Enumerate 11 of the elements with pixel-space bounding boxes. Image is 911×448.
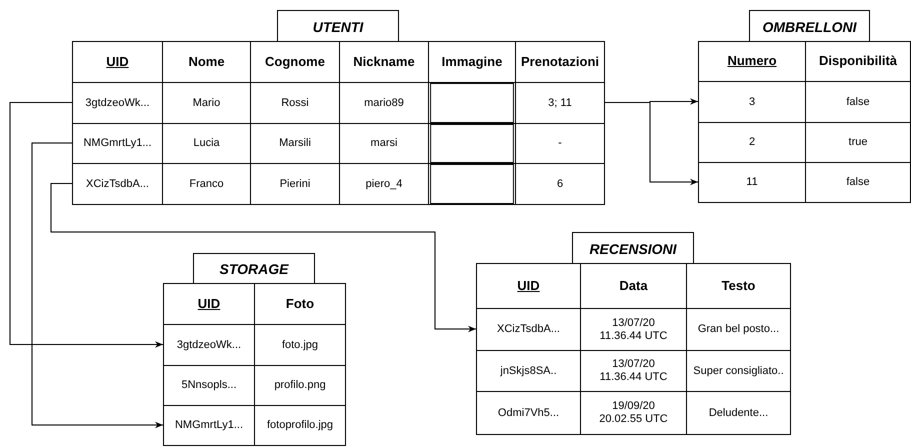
table-title: RECENSIONI: [572, 232, 694, 264]
arrow: [50, 183, 476, 332]
table-title: STORAGE: [193, 253, 315, 284]
table-title: UTENTI: [277, 10, 399, 42]
arrow: [10, 102, 164, 348]
table-title: OMBRELLONI: [749, 10, 870, 42]
database-table: [72, 10, 605, 205]
arrow: [32, 142, 164, 428]
database-table: [476, 232, 791, 435]
database-table: [698, 10, 911, 203]
database-table: [163, 253, 346, 446]
